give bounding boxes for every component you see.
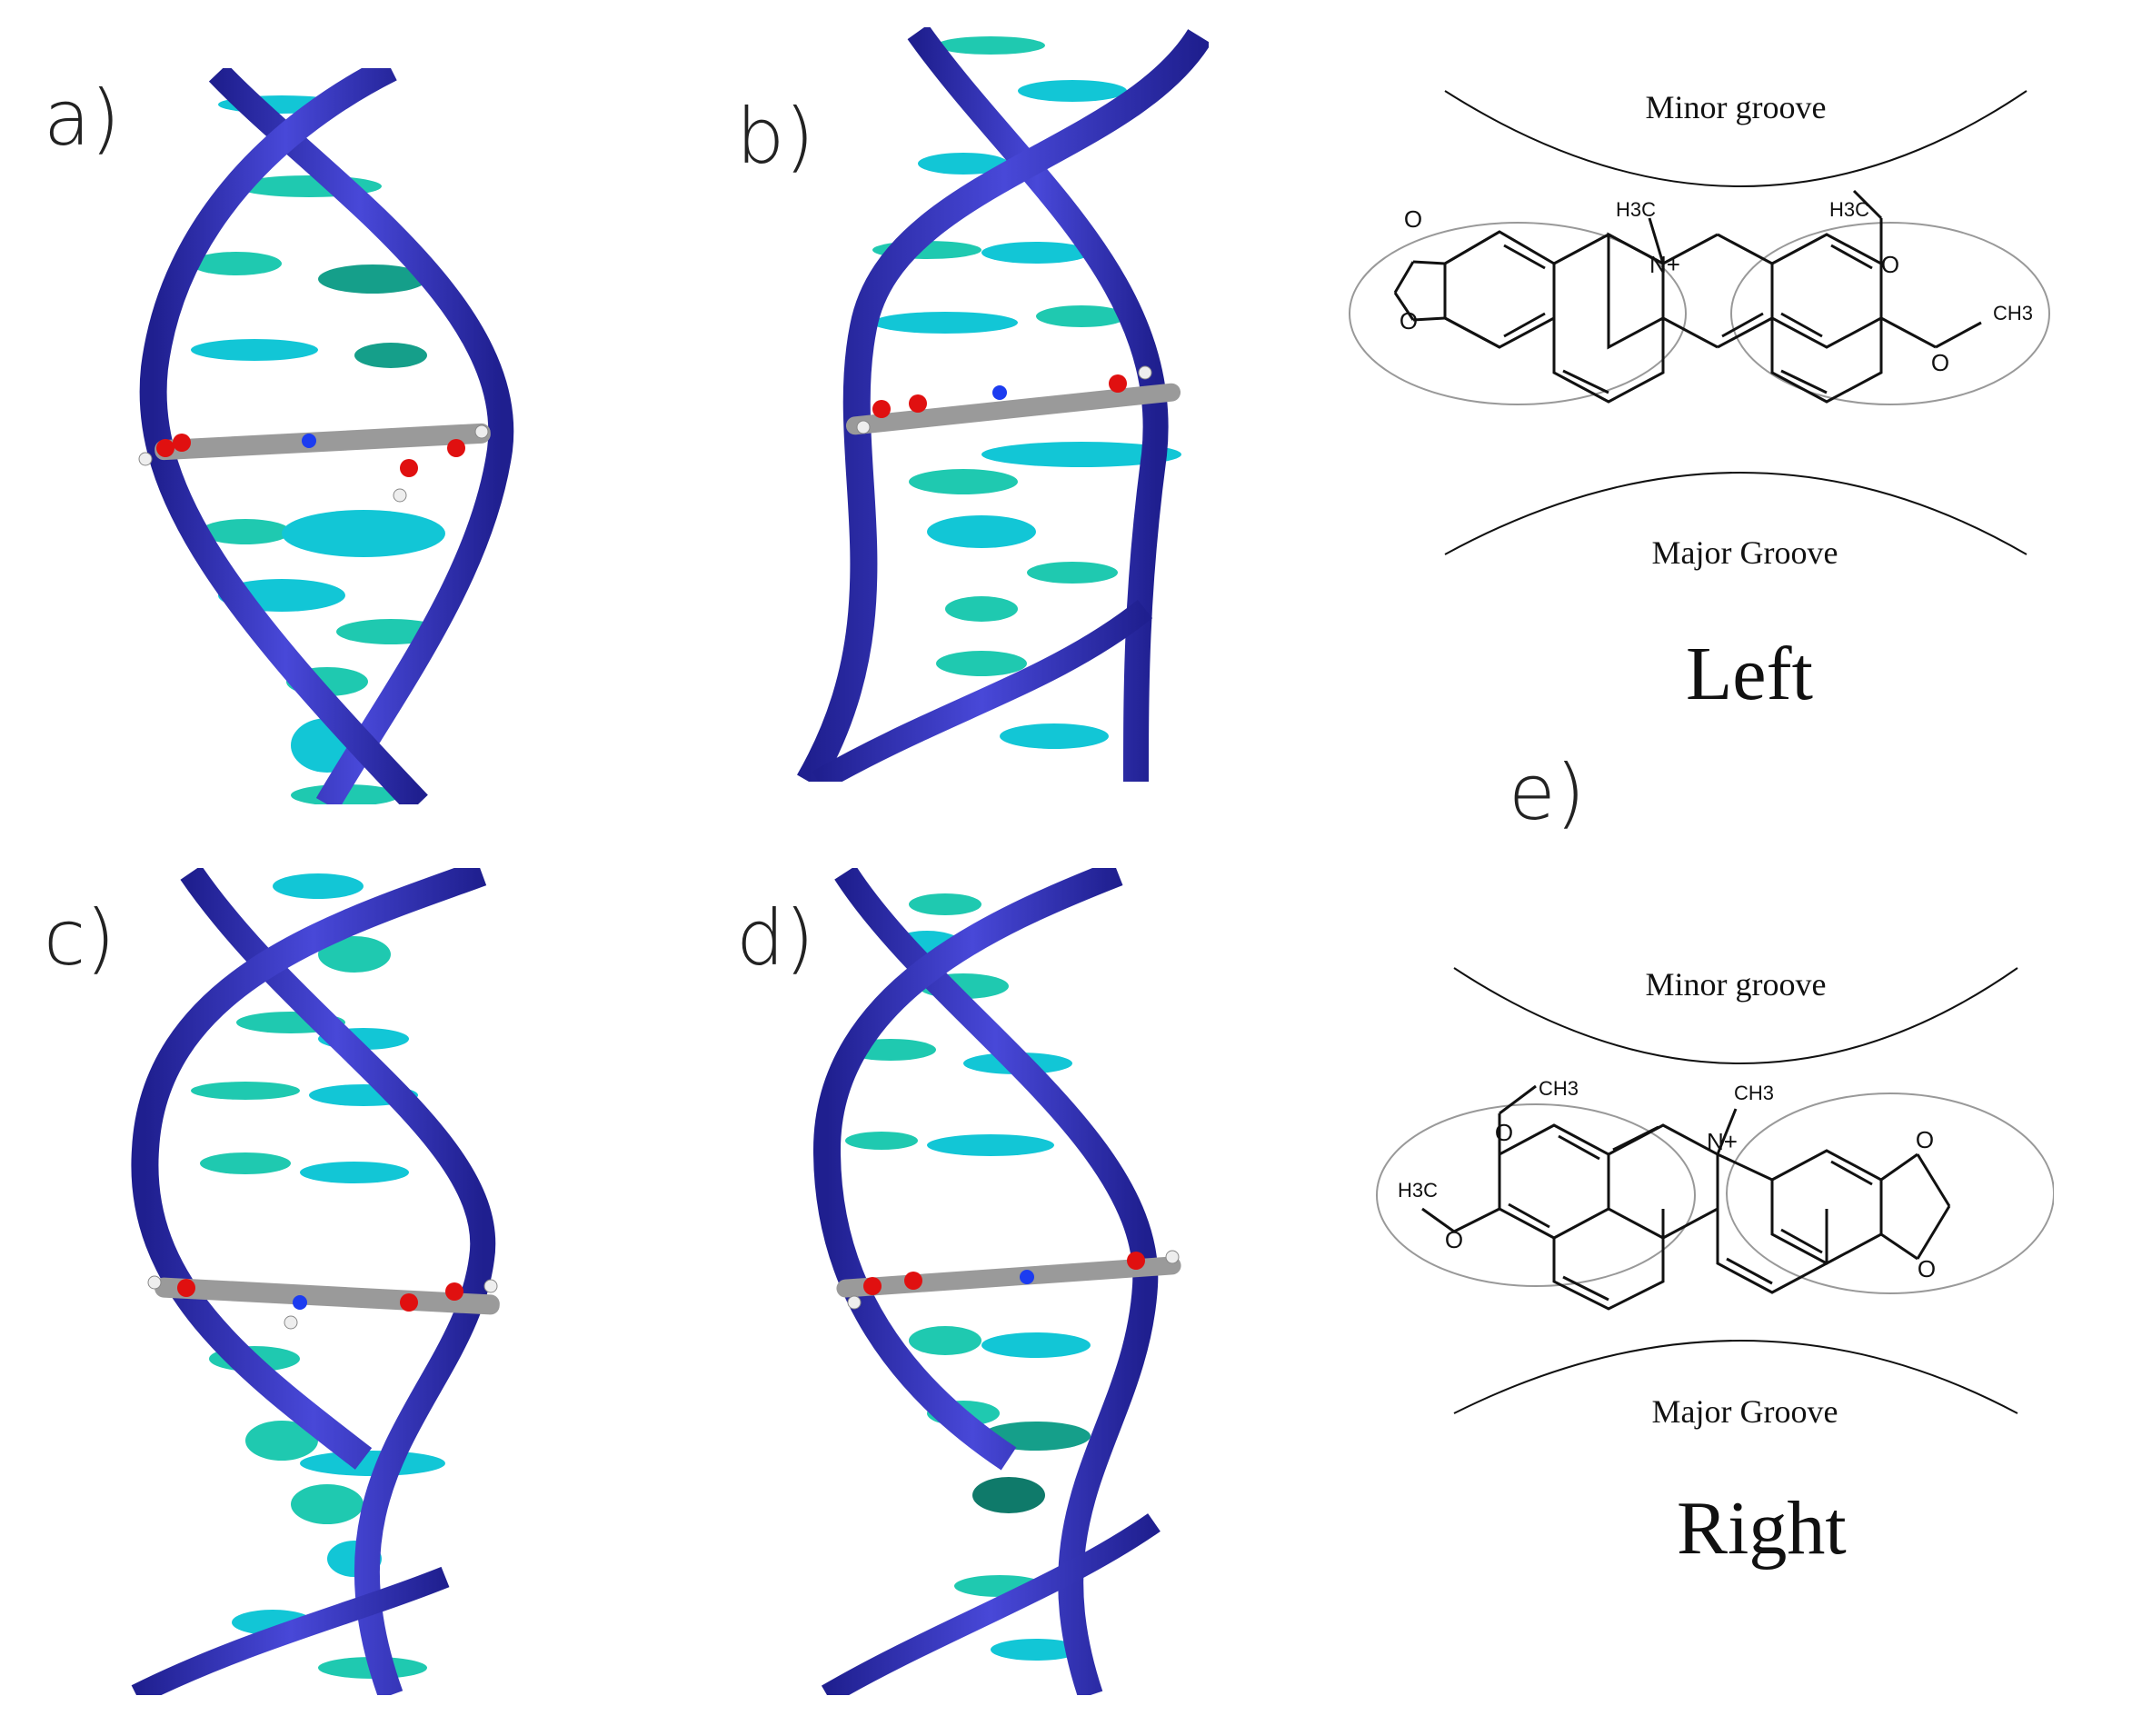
base-pairs	[191, 95, 445, 804]
left-ring-ellipse	[1376, 1103, 1696, 1287]
n-methyl-label: CH3	[1734, 1082, 1774, 1104]
o-label-1: O	[1404, 205, 1422, 233]
scheme-left-title: Left	[1686, 632, 1813, 716]
panel-label-d: d)	[736, 893, 815, 983]
dna-helix-panel-c	[131, 868, 500, 1695]
base-pairs	[872, 36, 1181, 749]
o-label-3: O	[1881, 251, 1899, 278]
n-methyl-label: H3C	[1616, 198, 1656, 221]
backbone-strand-1	[907, 27, 1169, 782]
dna-helix-panel-a	[138, 68, 514, 804]
minor-groove-label: Minor groove	[1646, 966, 1827, 1003]
dna-helix-panel-d	[812, 868, 1181, 1695]
o-label-2: O	[1445, 1226, 1463, 1253]
backbone-strand-2	[812, 868, 1123, 1471]
major-groove-label: Major Groove	[1652, 1393, 1838, 1430]
berberine-structure-right	[1421, 1084, 1951, 1311]
o-label-4: O	[1918, 1255, 1936, 1282]
dna-helix-panel-b	[797, 27, 1209, 782]
ligand	[836, 1250, 1181, 1310]
scheme-right-title: Right	[1677, 1486, 1847, 1571]
major-groove-label: Major Groove	[1652, 534, 1838, 571]
panel-label-b: b)	[736, 92, 815, 181]
minor-groove-arc	[1444, 90, 2027, 187]
ome-top-label: H3C	[1829, 198, 1869, 221]
o-label-4: O	[1931, 349, 1949, 376]
ome-top-label: CH3	[1539, 1077, 1579, 1100]
ligand	[845, 365, 1181, 435]
right-ring-ellipse	[1726, 1092, 2054, 1294]
o-label-3: O	[1916, 1126, 1934, 1153]
backbone-strand-2	[797, 28, 1209, 782]
panel-label-e: e)	[1509, 748, 1586, 837]
o-label-1: O	[1495, 1119, 1513, 1146]
ome-right-label: CH3	[1993, 302, 2033, 324]
left-ring-ellipse	[1349, 222, 1687, 405]
backbone-strand-1	[834, 868, 1159, 1695]
major-groove-arc	[1453, 1340, 2018, 1414]
backbone-strand-1	[208, 68, 514, 804]
ligand	[147, 1275, 500, 1330]
berberine-structure-left	[1393, 189, 1982, 404]
backbone-strand-1	[180, 868, 496, 1695]
n-plus-label: N+	[1649, 251, 1680, 278]
major-groove-arc	[1444, 472, 2027, 555]
backbone-strand-2	[139, 68, 428, 804]
minor-groove-label: Minor groove	[1646, 89, 1827, 125]
panel-label-c: c)	[44, 893, 115, 983]
minor-groove-arc	[1453, 967, 2018, 1064]
ligand	[138, 423, 491, 503]
scheme-right: Minor groove O O CH3 H3C N	[1376, 966, 2054, 1430]
o-label-2: O	[1400, 307, 1418, 334]
panel-label-a: a)	[44, 74, 121, 163]
backbone-strand-2	[131, 868, 487, 1470]
right-ring-ellipse	[1730, 222, 2050, 405]
n-plus-label: N+	[1707, 1128, 1738, 1155]
scheme-left: Minor groove	[1349, 89, 2050, 571]
ome-left-label: H3C	[1398, 1179, 1438, 1202]
